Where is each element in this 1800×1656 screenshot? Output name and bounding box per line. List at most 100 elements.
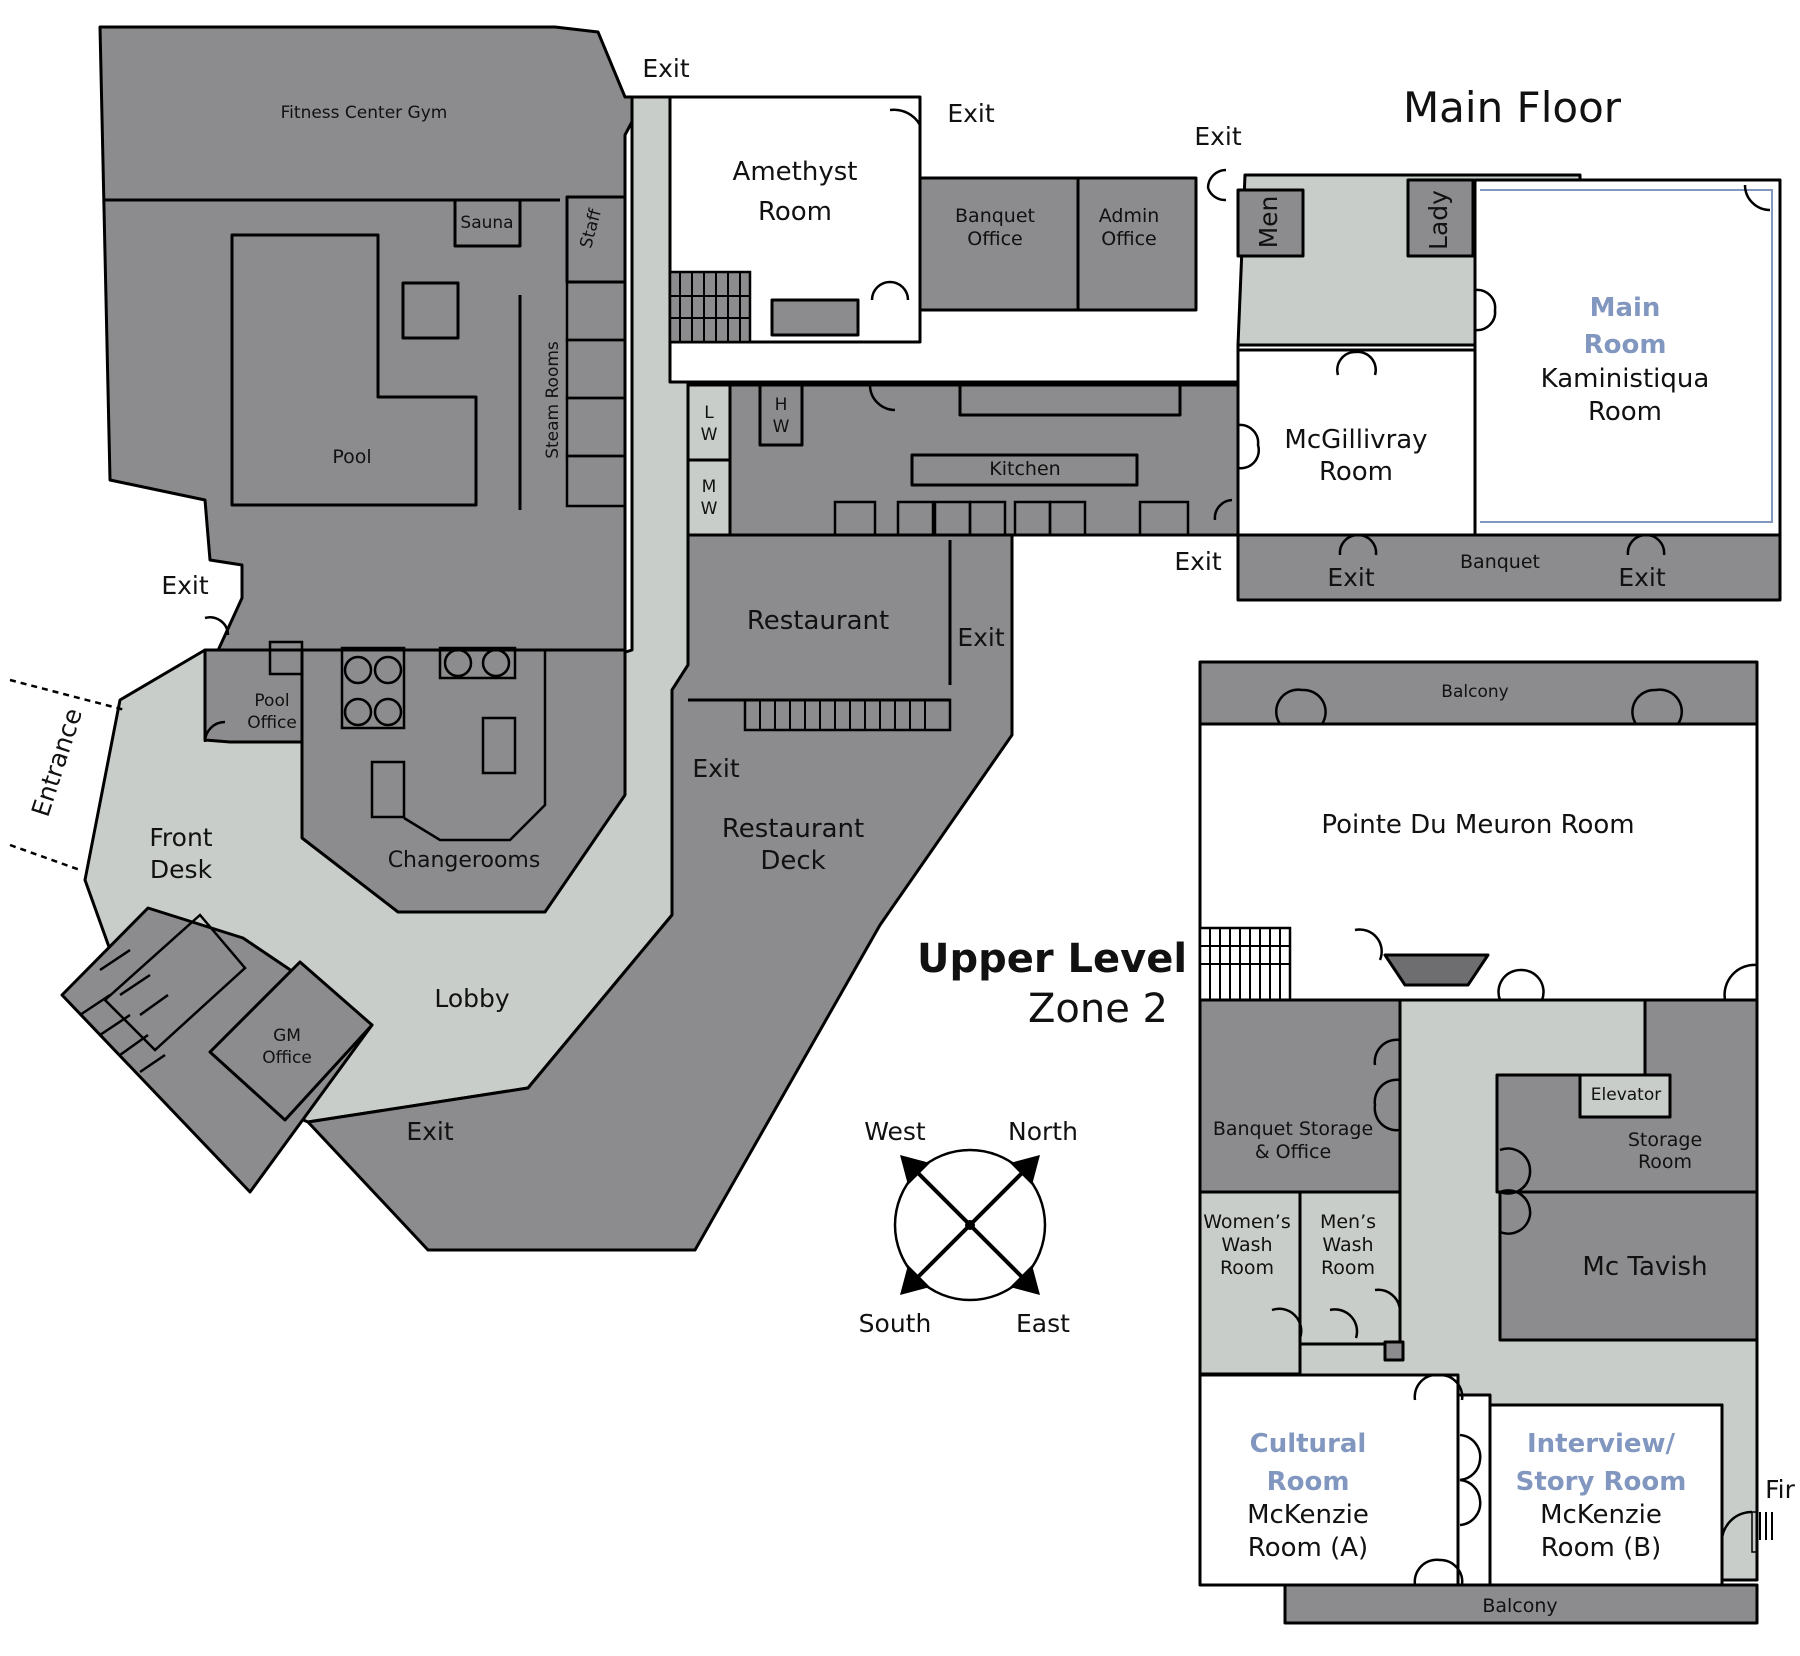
label-gm-office-2: Office (262, 1048, 312, 1068)
main-room (1473, 178, 1782, 537)
label-interview-2: Story Room (1516, 1467, 1687, 1497)
label-restaurant-deck-1: Restaurant (722, 814, 864, 844)
exit-label-west: Exit (161, 571, 209, 600)
label-lady: Lady (1424, 190, 1453, 250)
elevator (1578, 1073, 1672, 1119)
upper-stairs (1198, 926, 1292, 1002)
label-mckenzie-b-2: Room (B) (1541, 1533, 1661, 1563)
upper-level: Upper Level Zone 2 (917, 660, 1796, 1625)
label-mctavish: Mc Tavish (1582, 1252, 1707, 1282)
label-womens-1: Women’s (1203, 1211, 1290, 1233)
banquet-storage (1198, 998, 1402, 1194)
label-mw-2: W (701, 499, 718, 519)
label-steam: Steam Rooms (543, 341, 563, 459)
sauna (453, 198, 522, 248)
fire-stairs (1751, 1511, 1773, 1553)
label-front-desk-1: Front (149, 823, 212, 852)
main-floor-title: Main Floor (1403, 83, 1622, 132)
label-fitness: Fitness Center Gym (281, 103, 448, 123)
label-womens-3: Room (1220, 1257, 1274, 1279)
label-banquet-office-2: Office (967, 228, 1022, 250)
exit-label-kitchen: Exit (1174, 547, 1222, 576)
label-pool-office-2: Office (247, 713, 297, 733)
label-kaministiqua-2: Room (1588, 397, 1662, 427)
label-balcony-top: Balcony (1441, 682, 1508, 702)
compass-west: West (864, 1117, 926, 1146)
compass-east: East (1016, 1309, 1070, 1338)
label-mens-1: Men’s (1320, 1211, 1376, 1233)
label-banquet-storage-1: Banquet Storage (1213, 1118, 1373, 1140)
label-storage-2: Room (1638, 1151, 1692, 1173)
restaurant-stairs (743, 698, 952, 732)
mens-wash-room (1298, 1190, 1402, 1346)
label-lw-2: W (701, 425, 718, 445)
exit-label-amethyst: Exit (947, 99, 995, 128)
label-lobby: Lobby (434, 984, 510, 1013)
label-kitchen: Kitchen (989, 458, 1060, 480)
label-mckenzie-b-1: McKenzie (1540, 1500, 1662, 1530)
label-banquet-office-1: Banquet (955, 205, 1035, 227)
label-admin-office-2: Office (1101, 228, 1156, 250)
balcony-bottom (1283, 1583, 1759, 1625)
label-kaministiqua-1: Kaministiqua (1541, 364, 1710, 394)
amethyst-stairs (668, 270, 752, 344)
exit-label-deck: Exit (692, 754, 740, 783)
label-amethyst-1: Amethyst (733, 157, 858, 187)
label-sauna: Sauna (460, 213, 513, 233)
label-main-room-2: Room (1584, 330, 1667, 360)
exit-label-corridor: Exit (1194, 122, 1242, 151)
gm-office (208, 960, 374, 1122)
label-mw-1: M (702, 477, 717, 497)
compass-north: North (1008, 1117, 1078, 1146)
admin-office (1076, 176, 1198, 312)
men-restroom (1236, 188, 1305, 258)
lady-restroom (1406, 178, 1475, 258)
label-main-room-1: Main (1590, 293, 1661, 323)
exit-label-top: Exit (642, 54, 690, 83)
label-changerooms: Changerooms (388, 848, 541, 873)
label-entrance: Entrance (26, 705, 88, 820)
mcgillivray-room (1236, 348, 1480, 537)
label-mcgillivray-1: McGillivray (1284, 425, 1427, 455)
exit-label-restaurant: Exit (957, 623, 1005, 652)
label-cultural-1: Cultural (1250, 1429, 1367, 1459)
label-mens-3: Room (1321, 1257, 1375, 1279)
arrow-west-icon (900, 1155, 930, 1185)
label-balcony-bottom: Balcony (1482, 1595, 1557, 1617)
label-storage-1: Storage (1628, 1129, 1702, 1151)
label-men: Men (1254, 196, 1283, 249)
label-restaurant: Restaurant (747, 606, 889, 636)
interview-room (1488, 1403, 1724, 1587)
label-cultural-2: Room (1267, 1467, 1350, 1497)
arrow-south-icon (900, 1265, 930, 1295)
main-floor-labels: Main Floor Fitness Center Gym Sauna Staf… (26, 54, 1710, 1146)
label-gm-office-1: GM (273, 1026, 301, 1046)
label-banquet-storage-2: & Office (1255, 1141, 1331, 1163)
exit-label-lobby: Exit (406, 1117, 454, 1146)
banquet-corridor (1236, 533, 1782, 602)
main-floor (9, 25, 1782, 1252)
upper-level-subtitle: Zone 2 (1028, 986, 1168, 1032)
mctavish-room (1498, 1190, 1759, 1342)
label-hw-1: H (775, 395, 788, 415)
label-pool: Pool (332, 446, 371, 468)
label-mckenzie-a-2: Room (A) (1248, 1533, 1368, 1563)
kitchen-counter (910, 453, 1139, 487)
label-amethyst-2: Room (758, 197, 832, 227)
arrow-north-icon (1010, 1155, 1040, 1185)
pool (230, 233, 478, 507)
upper-level-title: Upper Level (917, 936, 1187, 982)
label-mens-2: Wash (1322, 1234, 1373, 1256)
label-admin-office-1: Admin (1099, 205, 1160, 227)
label-lw-1: L (704, 403, 714, 423)
label-interview-1: Interview/ (1527, 1429, 1676, 1459)
label-mcgillivray-2: Room (1319, 457, 1393, 487)
cultural-room (1198, 1373, 1460, 1587)
arrow-east-icon (1010, 1265, 1040, 1295)
label-pointe: Pointe Du Meuron Room (1321, 810, 1634, 840)
exit-label-banquet-west: Exit (1327, 563, 1375, 592)
label-restaurant-deck-2: Deck (760, 846, 825, 876)
label-banquet: Banquet (1460, 551, 1540, 573)
exit-label-banquet-east: Exit (1618, 563, 1666, 592)
